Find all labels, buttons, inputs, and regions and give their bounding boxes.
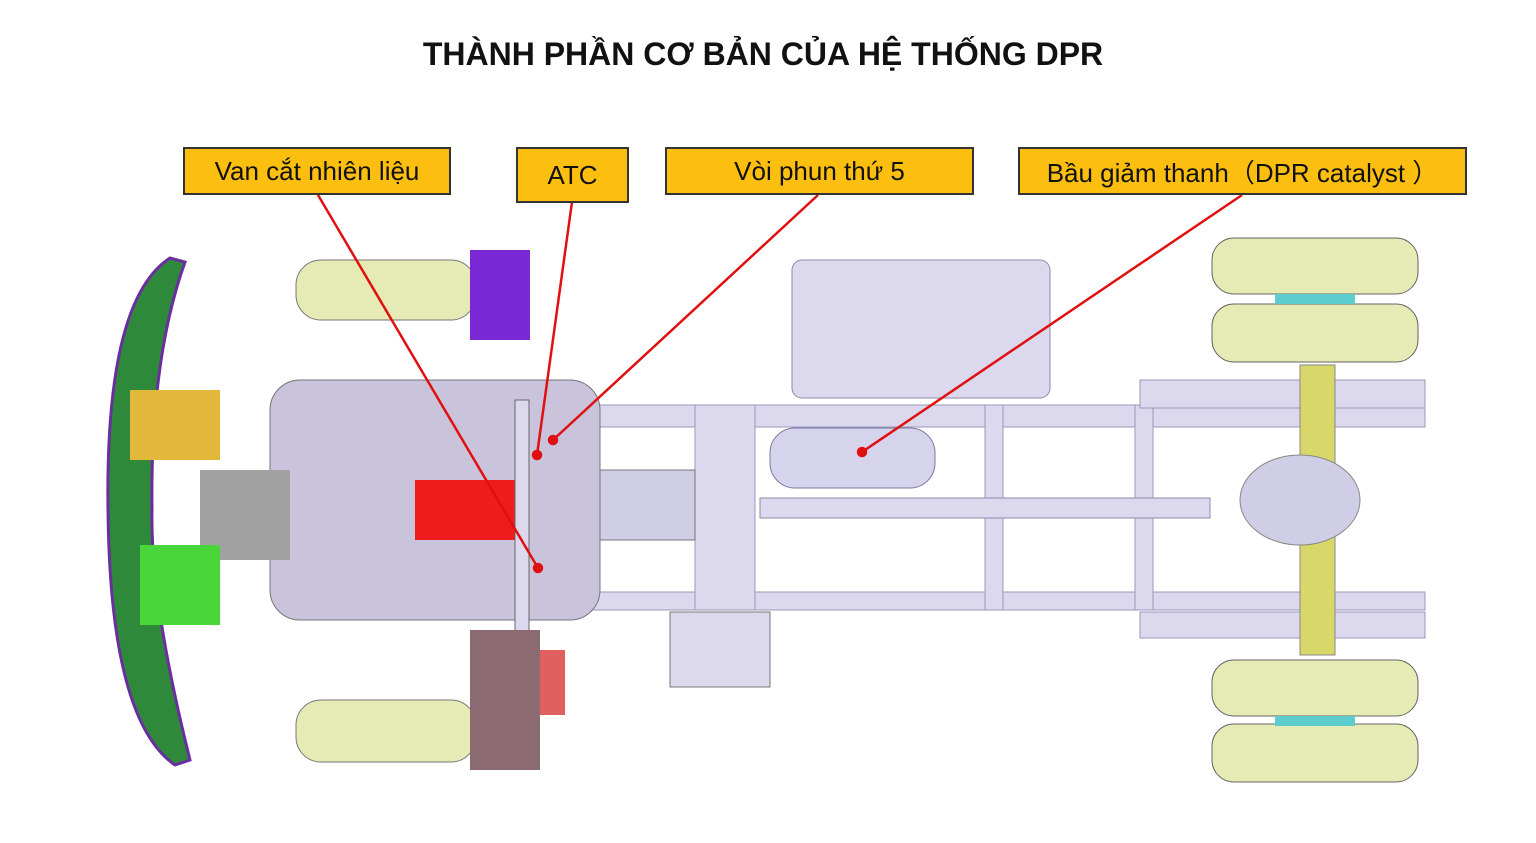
cylinder-head: [415, 480, 525, 540]
frame-rails: [499, 379, 1426, 639]
propeller-shaft: [759, 497, 1211, 519]
label-fifth-injector: Vòi phun thứ 5: [665, 147, 974, 195]
label-atc: ATC: [516, 147, 629, 203]
front-bumper: [106, 256, 192, 767]
differential: [1239, 454, 1361, 546]
rear-tires: [1211, 237, 1419, 783]
label-fuel-cut-valve: Van cắt nhiên liệu: [183, 147, 451, 195]
dpr-catalyst: [769, 427, 936, 489]
fuel-tank: [791, 259, 1051, 399]
slide-title: THÀNH PHẦN CƠ BẢN CỦA HỆ THỐNG DPR: [422, 36, 1104, 72]
label-dpr-catalyst: Bầu giảm thanh（DPR catalyst ）: [1018, 147, 1467, 195]
leader-lines: [316, 193, 1243, 574]
